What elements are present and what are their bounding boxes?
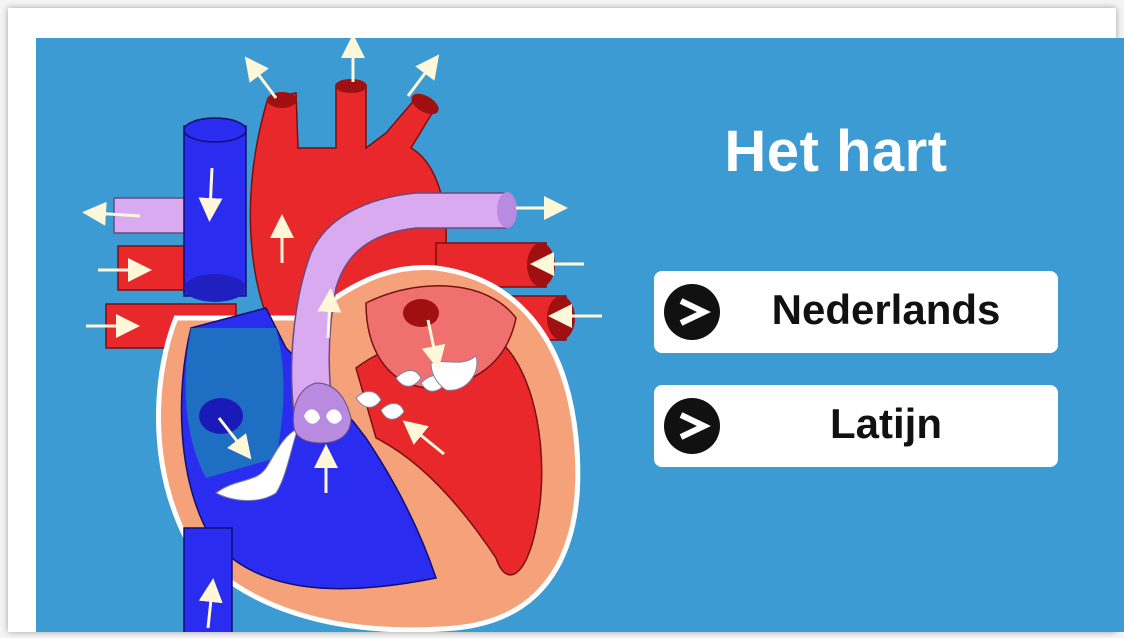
heart-diagram — [36, 38, 656, 632]
latijn-button[interactable]: Latijn — [654, 385, 1058, 467]
arrow-right-circle-icon — [664, 284, 720, 340]
arrow-right-circle-icon — [664, 398, 720, 454]
slide-panel: Het hart Nederlands Latijn — [36, 38, 1124, 632]
nederlands-label: Nederlands — [724, 271, 1048, 353]
page-title: Het hart — [656, 118, 1016, 185]
nederlands-button[interactable]: Nederlands — [654, 271, 1058, 353]
slide-frame: Het hart Nederlands Latijn — [8, 8, 1116, 632]
superior-vena-cava — [184, 118, 246, 302]
latijn-label: Latijn — [724, 385, 1048, 467]
